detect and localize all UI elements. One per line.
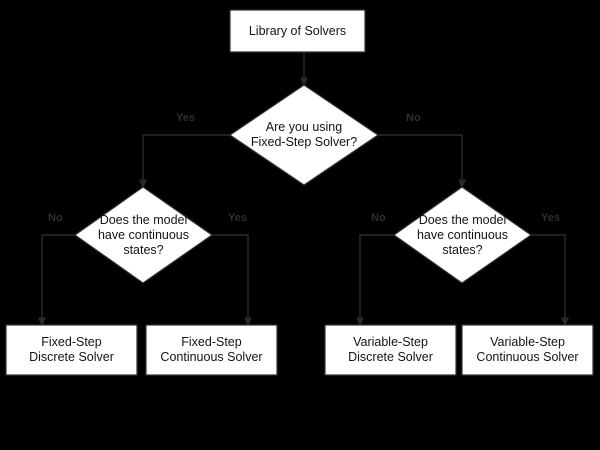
edge-left-yes-to-fixed-continuous <box>212 234 253 327</box>
edge-label-right-no: No <box>371 212 386 224</box>
node-shape-root-box[interactable] <box>229 9 366 53</box>
edge-top-yes-to-decision-left <box>138 134 230 189</box>
edge-label-right-yes: Yes <box>541 212 560 224</box>
edge-label-left-yes: Yes <box>228 212 247 224</box>
edge-label-top-no: No <box>406 112 421 124</box>
diamond-node-group <box>73 84 533 284</box>
edge-right-yes-to-variable-continuous <box>531 234 570 327</box>
edge-label-top-yes: Yes <box>176 112 195 124</box>
edge-group <box>37 52 570 327</box>
rectangle-node-group <box>5 9 594 376</box>
node-shape-fixed-continuous[interactable] <box>145 324 278 376</box>
node-shape-variable-discrete[interactable] <box>324 324 457 376</box>
node-shape-decision-top[interactable] <box>228 84 380 186</box>
node-shape-decision-left[interactable] <box>73 186 214 284</box>
edge-top-no-to-decision-right <box>378 134 467 189</box>
edge-left-no-to-fixed-discrete <box>37 234 75 327</box>
edge-right-no-to-variable-discrete <box>355 234 394 327</box>
node-shape-variable-continuous[interactable] <box>461 324 594 376</box>
edge-label-left-no: No <box>48 212 63 224</box>
node-shape-decision-right[interactable] <box>392 186 533 284</box>
node-shape-fixed-discrete[interactable] <box>5 324 138 376</box>
